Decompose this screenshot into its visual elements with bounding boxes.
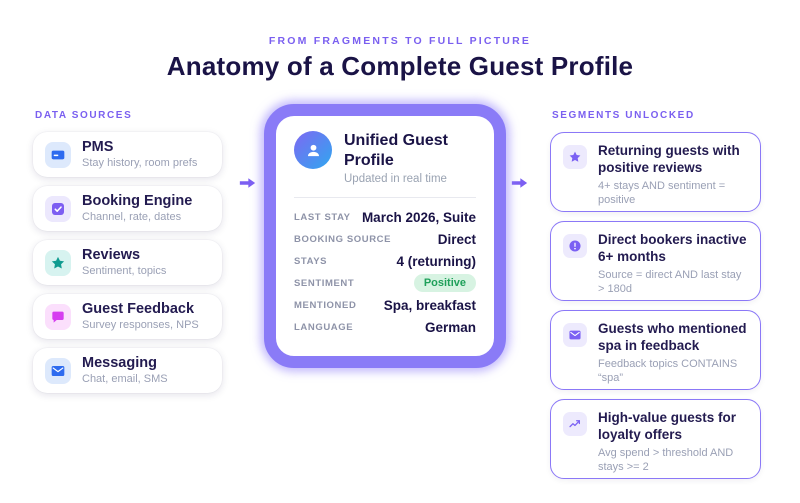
arrow-right-icon <box>511 176 528 194</box>
segments-unlocked-label: SEGMENTS UNLOCKED <box>552 110 695 121</box>
row-label: STAYS <box>294 255 328 267</box>
profile-row-stays: STAYS 4 (returning) <box>294 253 476 269</box>
star-icon <box>563 145 587 169</box>
segment-rule: Source = direct AND last stay > 180d <box>598 268 742 295</box>
source-card-messaging: Messaging Chat, email, SMS <box>33 348 222 393</box>
source-card-subtitle: Stay history, room prefs <box>82 157 198 170</box>
profile-row-mentioned: MENTIONED Spa, breakfast <box>294 297 476 313</box>
segments-column: SEGMENTS UNLOCKED Returning guests with … <box>550 110 761 488</box>
profile-row-booking-source: BOOKING SOURCE Direct <box>294 231 476 247</box>
row-value: German <box>424 319 476 335</box>
source-card-title: Messaging <box>82 354 157 371</box>
source-card-booking-engine: Booking Engine Channel, rate, dates <box>33 186 222 231</box>
data-sources-label: DATA SOURCES <box>35 110 133 121</box>
segment-rule: 4+ stays AND sentiment = positive <box>598 179 726 206</box>
source-card-subtitle: Chat, email, SMS <box>82 373 168 386</box>
source-card-title: Guest Feedback <box>82 300 195 317</box>
pms-card-icon <box>45 141 71 168</box>
segment-rule: Avg spend > threshold AND stays >= 2 <box>598 446 734 473</box>
trend-up-icon <box>563 412 587 436</box>
source-card-subtitle: Channel, rate, dates <box>82 211 182 224</box>
source-card-guest-feedback: Guest Feedback Survey responses, NPS <box>33 294 222 339</box>
row-value: Spa, breakfast <box>383 297 476 313</box>
segment-card-returning-guests: Returning guests with positive reviews 4… <box>550 132 761 212</box>
segment-title: Returning guests with positive reviews <box>598 143 740 175</box>
source-card-reviews: Reviews Sentiment, topics <box>33 240 222 285</box>
profile-row-language: LANGUAGE German <box>294 319 476 335</box>
source-card-title: Booking Engine <box>82 192 193 209</box>
segment-card-inactive-direct-bookers: Direct bookers inactive 6+ months Source… <box>550 221 761 301</box>
alert-circle-icon <box>563 234 587 258</box>
segment-title: Direct bookers inactive 6+ months <box>598 232 747 264</box>
row-value: Direct <box>437 231 476 247</box>
segment-card-mentioned-spa: Guests who mentioned spa in feedback Fee… <box>550 310 761 390</box>
arrow-right-icon <box>239 176 256 194</box>
source-card-subtitle: Survey responses, NPS <box>82 319 199 332</box>
person-icon <box>294 131 332 169</box>
segment-title: Guests who mentioned spa in feedback <box>598 321 747 353</box>
row-label: BOOKING SOURCE <box>294 233 392 245</box>
envelope-icon <box>563 323 587 347</box>
data-sources-column: DATA SOURCES PMS Stay history, room pref… <box>33 110 222 402</box>
profile-row-last-stay: LAST STAY March 2026, Suite <box>294 209 476 225</box>
profile-subtitle: Updated in real time <box>344 173 447 186</box>
profile-title: Unified Guest Profile <box>344 132 449 169</box>
segment-title: High-value guests for loyalty offers <box>598 410 737 442</box>
row-value: March 2026, Suite <box>361 209 476 225</box>
profile-row-sentiment: SENTIMENT Positive <box>294 274 476 293</box>
row-label: MENTIONED <box>294 299 357 311</box>
chat-bubble-icon <box>45 303 71 330</box>
row-label: LANGUAGE <box>294 321 354 333</box>
row-value: 4 (returning) <box>396 253 477 269</box>
unified-profile-card: Unified Guest Profile Updated in real ti… <box>264 104 506 368</box>
source-card-pms: PMS Stay history, room prefs <box>33 132 222 177</box>
envelope-icon <box>45 357 71 384</box>
source-card-title: PMS <box>82 138 114 155</box>
source-card-subtitle: Sentiment, topics <box>82 265 167 278</box>
row-label: LAST STAY <box>294 211 351 223</box>
row-label: SENTIMENT <box>294 277 355 289</box>
segment-rule: Feedback topics CONTAINS “spa” <box>598 357 738 384</box>
divider <box>294 197 476 199</box>
eyebrow-text: FROM FRAGMENTS TO FULL PICTURE <box>268 35 532 47</box>
segment-card-high-value-guests: High-value guests for loyalty offers Avg… <box>550 399 761 479</box>
profile-header: Unified Guest Profile Updated in real ti… <box>294 131 476 185</box>
checkbox-icon <box>45 195 71 222</box>
positive-badge: Positive <box>413 274 476 293</box>
page-title: Anatomy of a Complete Guest Profile <box>166 51 634 81</box>
star-icon <box>45 249 71 276</box>
source-card-title: Reviews <box>82 246 141 263</box>
